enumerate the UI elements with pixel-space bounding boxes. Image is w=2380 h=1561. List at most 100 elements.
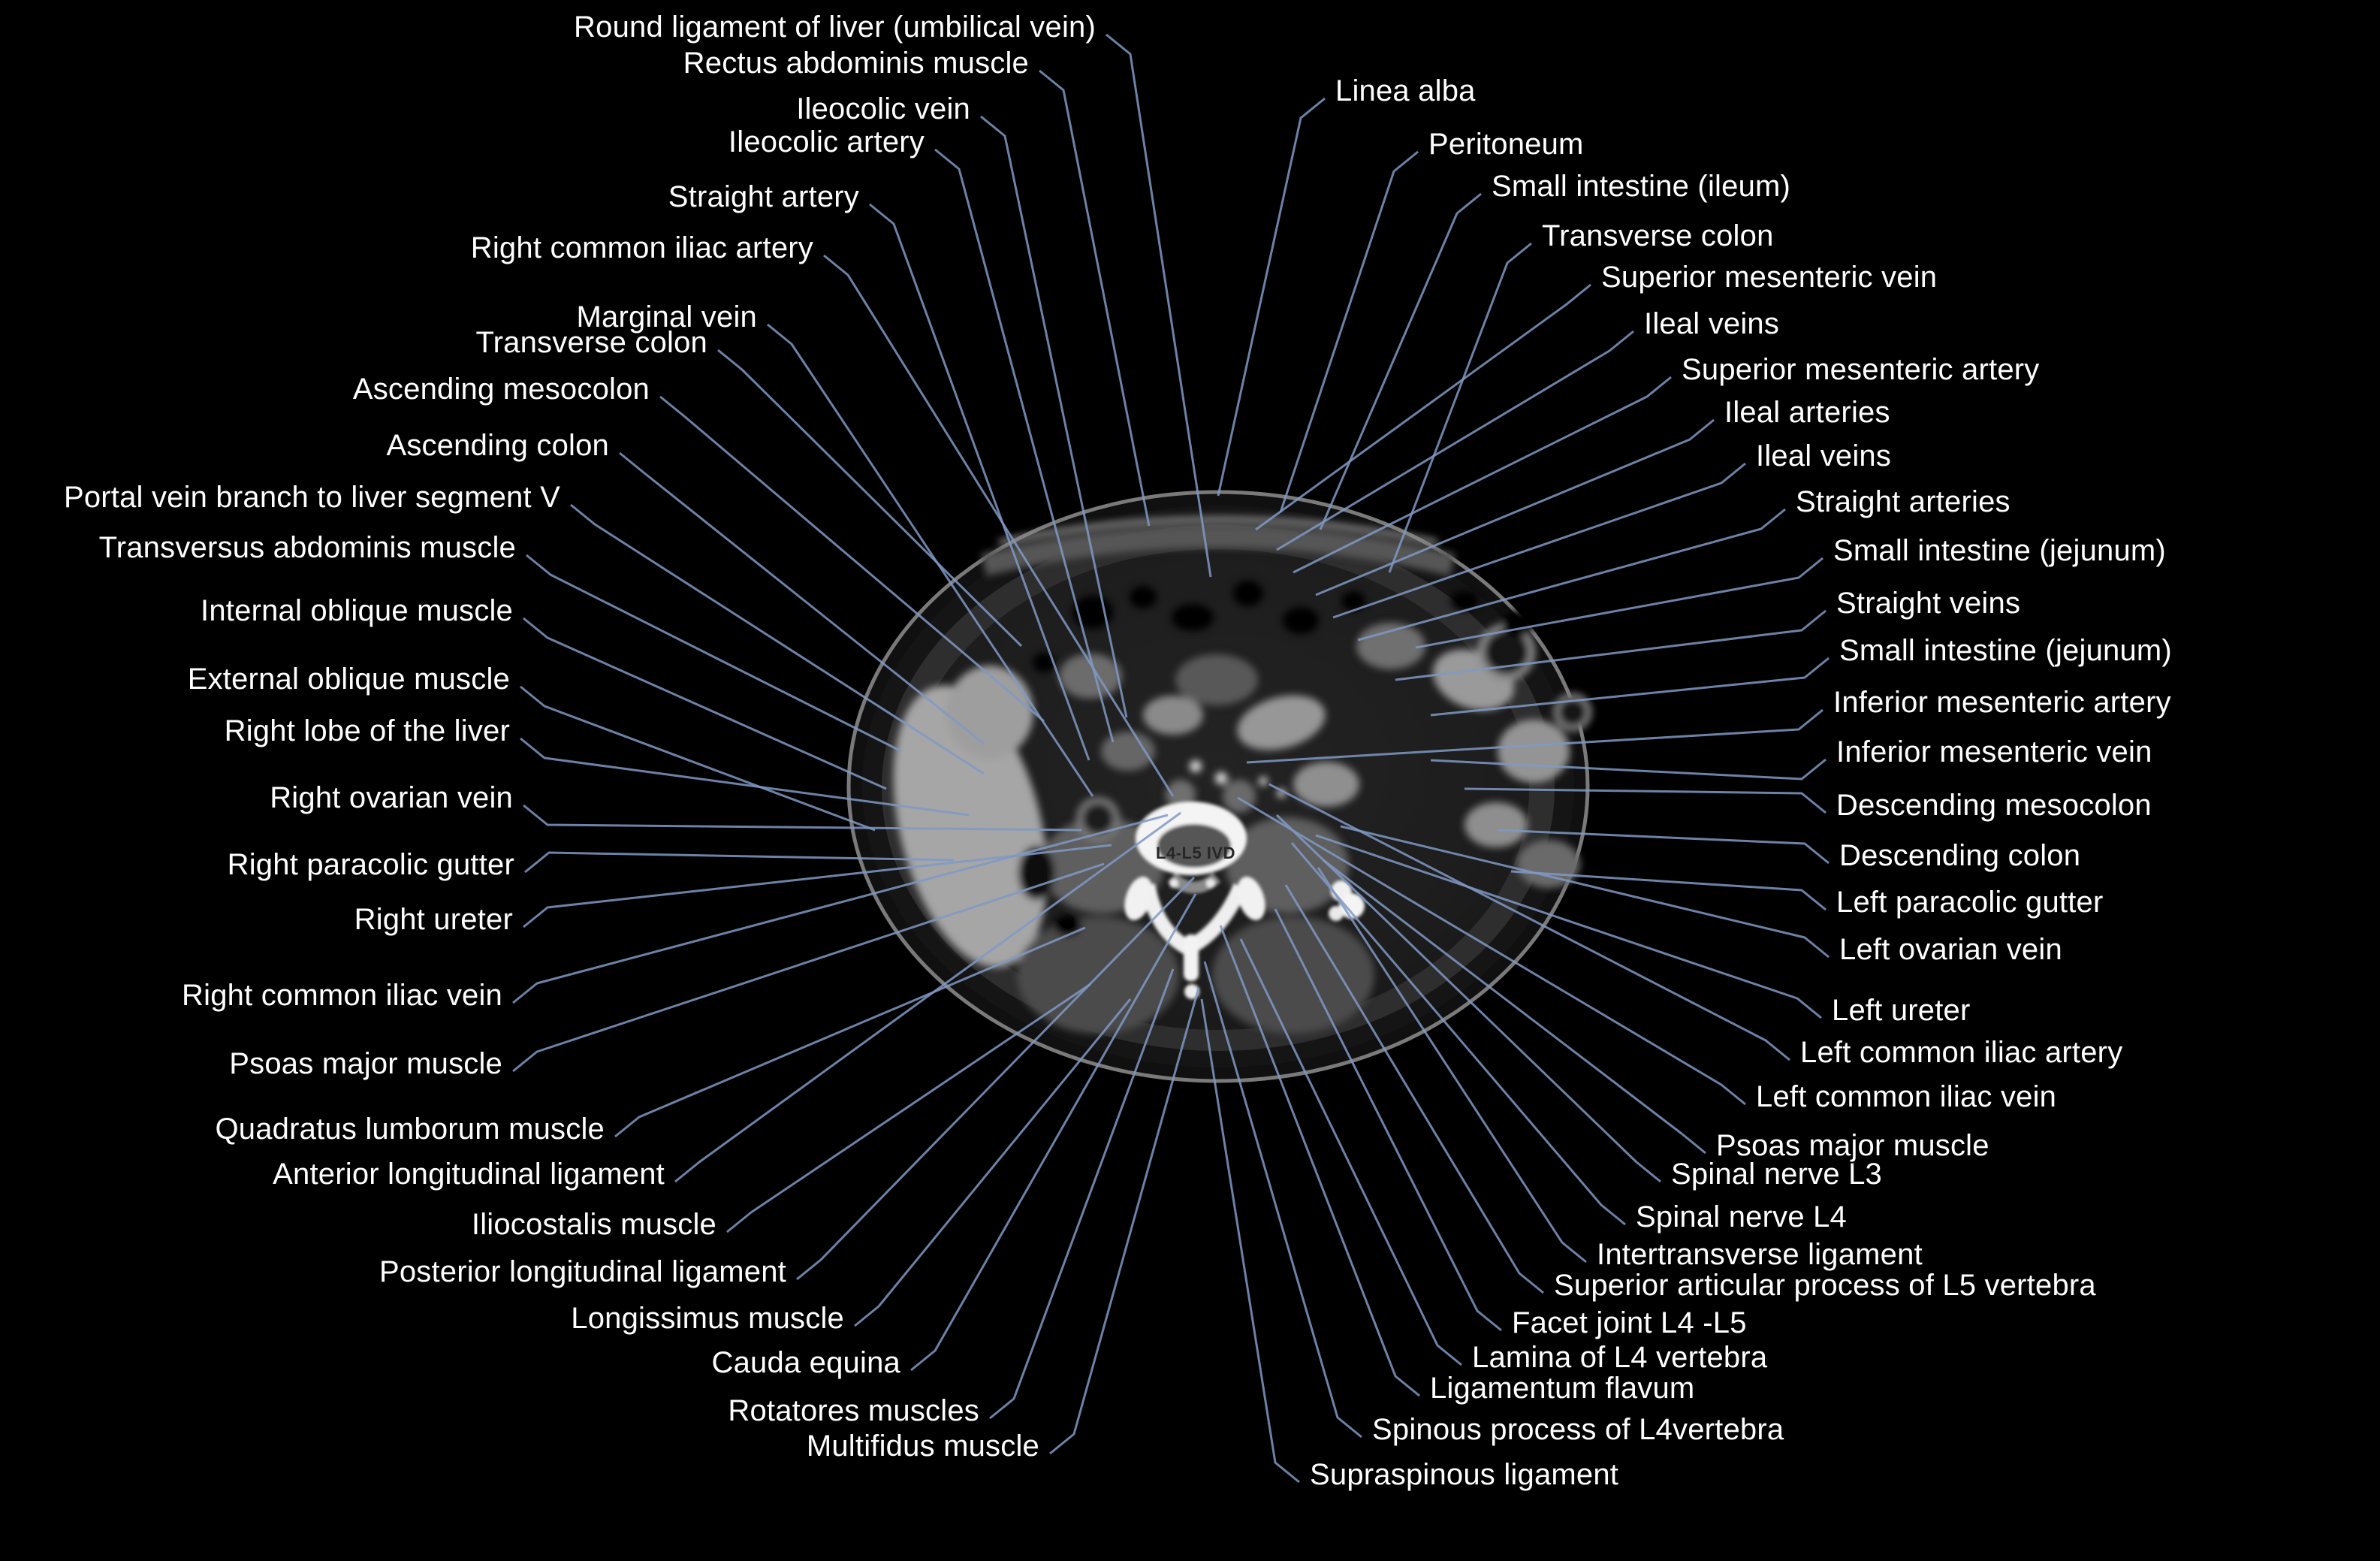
leader-lines-layer [512,33,1829,1484]
leader-line [989,968,1175,1420]
anatomy-label: Left ovarian vein [1839,933,2062,966]
leader-line [1315,834,1822,1019]
anatomy-label: Intertransverse ligament [1597,1238,1923,1271]
leader-line [1430,657,1829,717]
bowel-ring [1553,693,1592,732]
liver-shape [893,685,1048,968]
gas-pocket [1502,611,1535,636]
leader-line [523,804,1082,832]
gas-pocket [1054,915,1081,936]
contrast-bowel [1498,720,1570,783]
leader-line [523,617,887,790]
leader-line [1276,330,1634,551]
gas-pocket [1033,653,1055,672]
anatomy-label: Anterior longitudinal ligament [273,1158,665,1191]
leader-line [1415,557,1823,649]
anatomy-label: Ascending mesocolon [352,373,650,406]
anatomy-label: Left ureter [1832,994,1971,1027]
contrast-bowel [1143,696,1203,735]
spinous-process [1184,934,1199,981]
anatomy-label: Spinal nerve L4 [1636,1200,1847,1233]
leader-line [1315,418,1715,596]
leader-line [726,983,1091,1233]
leader-line [512,814,1169,1004]
anatomy-label: Rectus abdominis muscle [683,47,1029,80]
leader-line [520,685,876,832]
gas-pocket [1341,591,1365,611]
anatomy-label: Left paracolic gutter [1836,886,2104,919]
anatomy-label: Right ureter [354,903,513,936]
anatomy-label: Small intestine (jejunum) [1839,634,2172,667]
gas-pocket [1172,604,1214,631]
anatomy-label: Right common iliac artery [470,231,813,264]
bone-fragment [1169,879,1178,888]
anatomy-label: Ligamentum flavum [1430,1372,1695,1405]
bowel-ring [1076,797,1120,841]
leader-line [1275,814,1661,1183]
leader-line [1268,783,1790,1061]
paraspinal-left [1212,916,1374,1034]
anatomy-label: Marginal vein [576,300,757,334]
leader-line [526,554,902,753]
gas-pocket [1233,581,1263,606]
leader-line [1049,987,1200,1455]
anatomy-label: Ileal veins [1644,307,1780,340]
anatomy-label: Straight artery [668,180,859,213]
bowel-loop [1356,623,1425,669]
anatomy-label: Portal vein branch to liver segment V [63,481,560,514]
leader-line [1217,97,1326,497]
contrast-blob [1329,906,1344,921]
anatomy-label: Spinal nerve L3 [1671,1158,1882,1191]
leader-line [674,811,1181,1183]
anatomy-label: Inferior mesenteric artery [1833,686,2171,719]
anatomy-label: Left common iliac artery [1800,1036,2123,1069]
anatomy-label: Left common iliac vein [1756,1080,2057,1113]
liver-upper-tip [946,666,1033,759]
anatomy-label: Psoas major muscle [1716,1129,1989,1162]
leader-line [1510,870,1826,911]
leader-line [1106,33,1212,578]
anatomy-label: Posterior longitudinal ligament [379,1255,786,1288]
leader-line [1319,192,1482,530]
leader-line [619,451,985,745]
bowel-loop [1175,654,1258,705]
ct-inline-annotation-l4-l5-ivd: L4-L5 IVD [1156,844,1235,862]
leader-line [854,998,1132,1327]
leader-line [869,203,1090,761]
leader-line [1317,867,1587,1264]
anatomy-label: Round ligament of liver (umbilical vein) [574,11,1096,44]
anatomy-label: Ileocolic vein [796,92,970,125]
gas-pocket [1018,846,1054,900]
anatomy-label: Descending mesocolon [1836,789,2152,822]
anatomy-label: Iliocostalis muscle [471,1208,716,1241]
leader-line [659,395,1045,723]
facet-left [1237,876,1265,921]
anatomy-label: Descending colon [1839,839,2081,872]
anatomy-label: Transverse colon [475,326,707,359]
leader-line [1293,376,1672,574]
bone-fragment [1206,879,1215,888]
anatomy-label: Linea alba [1335,74,1476,107]
anatomy-label: Right lobe of the liver [224,714,510,747]
rectus-muscle-band [981,525,1455,576]
gas-pocket [1451,591,1478,611]
vertebra-group [1124,802,1365,999]
leader-line [767,323,1094,797]
anatomy-label: Facet joint L4 -L5 [1512,1306,1747,1339]
anatomy-label: Superior mesenteric vein [1601,261,1938,294]
contrast-bowel [1293,762,1359,807]
leader-line [1274,908,1502,1332]
leader-line [980,115,1128,718]
anatomy-label: Inferior mesenteric vein [1836,735,2152,768]
vessel-speck [1190,760,1202,772]
leader-line [1255,283,1591,531]
leader-line [1239,938,1462,1366]
anatomy-label: Small intestine (jejunum) [1833,534,2166,567]
anatomy-label: Right paracolic gutter [227,848,514,881]
anatomy-label: Right common iliac vein [182,979,502,1012]
leader-line [1395,609,1826,681]
anatomy-label: Psoas major muscle [229,1047,502,1080]
leader-line [1388,242,1532,573]
